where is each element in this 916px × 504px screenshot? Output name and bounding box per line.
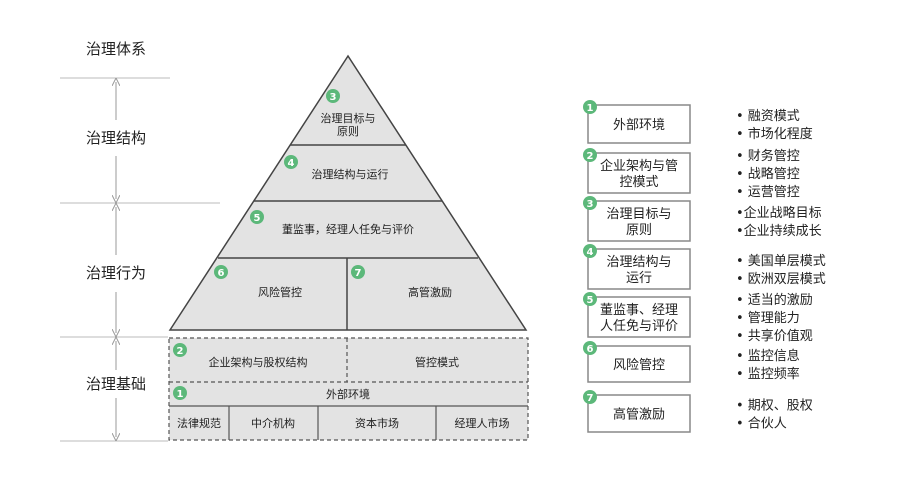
legend-title: 董监事、经理 <box>600 303 678 318</box>
pyramid-labels: 3 治理目标与 原则 4 治理结构与运行 5 董监事，经理人任免与评价 6 风险… <box>214 89 452 299</box>
layer-board-label: 董监事，经理人任免与评价 <box>282 222 414 236</box>
layer-goals-label: 原则 <box>337 125 359 138</box>
number-badge-text: 5 <box>587 295 594 306</box>
legend-box <box>587 152 691 194</box>
legend-bullet: • 合伙人 <box>736 417 787 432</box>
number-badge <box>284 155 298 169</box>
legend-box <box>587 200 691 242</box>
layer-structure-label: 治理结构与运行 <box>312 167 389 181</box>
legend-title: 治理结构与 <box>606 255 671 270</box>
number-badge <box>173 343 187 357</box>
number-badge <box>583 341 597 355</box>
legend-box <box>587 104 691 144</box>
legend-bullet: • 管理能力 <box>736 311 800 326</box>
legend-bullet: • 运营管控 <box>736 185 800 200</box>
number-badge <box>214 265 228 279</box>
legend-title: 原则 <box>626 223 652 238</box>
number-badge <box>250 210 264 224</box>
number-badge-text: 5 <box>254 213 261 224</box>
legend-bullet: • 市场化程度 <box>736 126 813 142</box>
layer-goals-label: 治理目标与 <box>321 111 376 125</box>
legend-bullet: •企业战略目标 <box>736 205 822 221</box>
foundation <box>168 337 529 441</box>
number-badge <box>173 386 187 400</box>
number-badge <box>583 292 597 306</box>
pyramid-shape <box>168 54 528 331</box>
legend-title: 控模式 <box>619 175 658 190</box>
number-badge-text: 7 <box>587 393 594 404</box>
capital-market-label: 资本市场 <box>355 416 399 430</box>
level-axis: 治理体系 治理结构 治理行为 治理基础 <box>60 40 220 442</box>
legend-title: 企业架构与管 <box>600 158 678 174</box>
legal-label: 法律规范 <box>177 416 221 430</box>
legend-title: 高管激励 <box>613 407 665 423</box>
legend-bullet: • 适当的激励 <box>736 292 813 308</box>
legend-title: 运行 <box>626 271 652 286</box>
number-badge <box>583 196 597 210</box>
legend-title: 风险管控 <box>613 358 665 373</box>
number-badge <box>351 265 365 279</box>
legend-bullet: • 欧洲双层模式 <box>736 272 826 287</box>
legend-title: 外部环境 <box>613 118 665 133</box>
legend-bullet: • 监控频率 <box>736 366 800 382</box>
external-env-label: 外部环境 <box>326 387 370 401</box>
number-badge <box>583 244 597 258</box>
legend-box <box>587 345 691 383</box>
number-badge-text: 1 <box>177 389 184 400</box>
number-badge-text: 4 <box>587 247 594 258</box>
number-badge-text: 2 <box>177 346 184 357</box>
manager-market-label: 经理人市场 <box>455 416 510 430</box>
number-badge-text: 6 <box>218 268 225 279</box>
number-badge <box>326 89 340 103</box>
legend-box <box>587 248 691 290</box>
level-label-system: 治理体系 <box>86 40 146 58</box>
foundation-labels: 2 企业架构与股权结构 管控模式 1 外部环境 法律规范 中介机构 资本市场 经… <box>173 343 510 430</box>
legend-bullet: • 战略管控 <box>736 166 800 182</box>
number-badge-text: 4 <box>288 158 295 169</box>
legend-box <box>587 394 691 433</box>
legend-bullet: • 财务管控 <box>736 148 800 164</box>
number-badge-text: 1 <box>587 103 594 114</box>
legend-bullet: •企业持续成长 <box>736 223 822 239</box>
control-mode-label: 管控模式 <box>415 355 459 369</box>
number-badge-text: 3 <box>587 199 594 210</box>
legend-box <box>587 296 691 338</box>
level-label-foundation: 治理基础 <box>86 375 146 393</box>
number-badge-text: 6 <box>587 344 594 355</box>
number-badge-text: 2 <box>587 151 594 162</box>
legend-title: 治理目标与 <box>606 207 671 222</box>
layer-incentive-label: 高管激励 <box>408 285 452 299</box>
legend-bullet: • 期权、股权 <box>736 398 813 414</box>
legend-bullet: • 美国单层模式 <box>736 254 826 269</box>
org-structure-label: 企业架构与股权结构 <box>209 355 308 369</box>
layer-risk-label: 风险管控 <box>258 285 302 299</box>
level-label-structure: 治理结构 <box>86 129 146 147</box>
number-badge-text: 7 <box>355 268 362 279</box>
number-badge <box>583 390 597 404</box>
legend-bullet: • 监控信息 <box>736 348 800 364</box>
legend-bullet: • 融资模式 <box>736 109 800 124</box>
legend-bullet: • 共享价值观 <box>736 328 813 344</box>
legend-title: 人任免与评价 <box>600 319 678 334</box>
level-label-behavior: 治理行为 <box>86 264 146 282</box>
pyramid <box>168 54 528 331</box>
intermediary-label: 中介机构 <box>251 416 295 430</box>
number-badge <box>583 148 597 162</box>
number-badge-text: 3 <box>330 92 337 103</box>
number-badge <box>583 100 597 114</box>
